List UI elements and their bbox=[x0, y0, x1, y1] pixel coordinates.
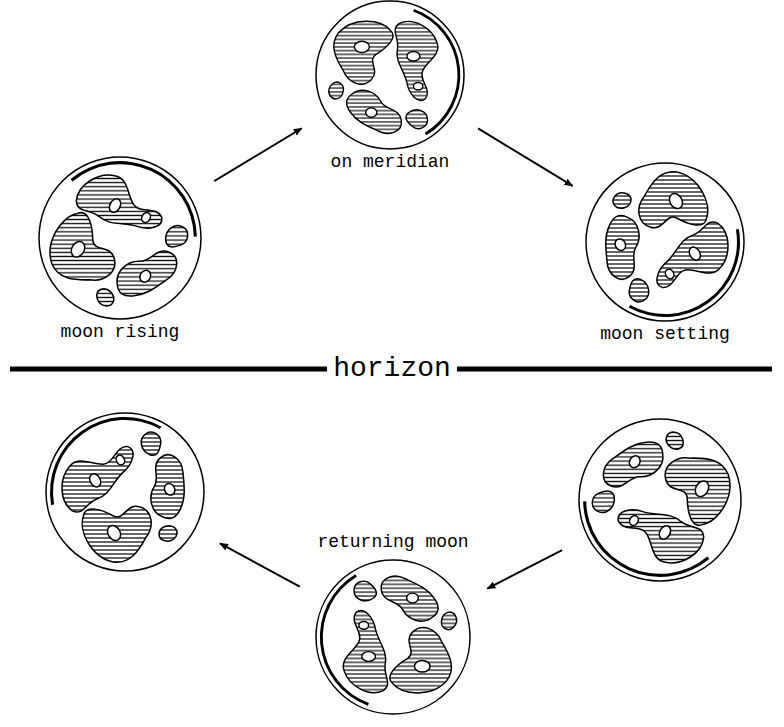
moon-outline-circle bbox=[316, 560, 470, 714]
horizon-label: horizon bbox=[327, 354, 457, 385]
maria-patch bbox=[390, 628, 452, 693]
moon-disc: on meridian bbox=[315, 0, 465, 150]
crater bbox=[627, 454, 642, 470]
moon-outline bbox=[578, 418, 742, 582]
maria-patch bbox=[441, 612, 456, 629]
maria-patch bbox=[663, 429, 687, 452]
maria-patch bbox=[50, 434, 146, 515]
maria-patch bbox=[156, 522, 179, 544]
moon-face bbox=[26, 395, 213, 584]
crater bbox=[359, 621, 369, 629]
motion-arrow bbox=[478, 128, 573, 185]
maria-patch bbox=[624, 275, 653, 305]
moon-outline bbox=[315, 0, 465, 150]
crater bbox=[366, 108, 377, 117]
maria-patch bbox=[406, 110, 428, 129]
crater bbox=[87, 472, 103, 489]
maria-patch bbox=[589, 486, 619, 517]
limb-rim bbox=[413, 9, 460, 135]
moon-label: returning moon bbox=[317, 533, 468, 553]
moon-face bbox=[577, 150, 764, 339]
moon-label: moon rising bbox=[61, 323, 180, 343]
crater bbox=[162, 482, 177, 497]
crater bbox=[664, 268, 676, 281]
maria-patch bbox=[395, 22, 438, 101]
crater bbox=[693, 479, 712, 499]
maria-patch bbox=[354, 581, 376, 601]
maria-patch bbox=[133, 450, 202, 524]
moon-face bbox=[24, 135, 215, 329]
crater bbox=[138, 268, 153, 284]
maria-patch bbox=[610, 189, 633, 211]
crater bbox=[414, 660, 430, 672]
motion-arrow bbox=[214, 128, 302, 181]
limb-rim bbox=[622, 228, 764, 339]
maria-patch bbox=[343, 611, 387, 693]
crater bbox=[69, 239, 88, 259]
motion-arrow bbox=[220, 543, 300, 586]
moon-disc: returning moon bbox=[315, 559, 471, 715]
moon-outline-circle bbox=[579, 419, 741, 581]
moon-disc: moon rising bbox=[38, 156, 202, 320]
crater bbox=[107, 197, 123, 215]
maria-patch bbox=[644, 218, 740, 299]
limb-rim bbox=[70, 135, 215, 249]
moon-outline-circle bbox=[39, 157, 201, 319]
maria-patch bbox=[137, 429, 166, 459]
crater bbox=[140, 211, 152, 224]
maria-patch bbox=[72, 163, 170, 247]
moon-outline-circle bbox=[586, 163, 744, 321]
maria-patch bbox=[347, 90, 402, 133]
maria-patch bbox=[162, 222, 192, 253]
moon-outline bbox=[585, 162, 745, 322]
moon-outline bbox=[38, 156, 202, 320]
maria-patch bbox=[93, 286, 117, 309]
crater bbox=[407, 593, 419, 603]
moon-face bbox=[565, 409, 756, 603]
crater bbox=[413, 83, 422, 91]
moon-label: on meridian bbox=[331, 153, 450, 173]
moon-outline bbox=[45, 412, 205, 572]
limb-rim bbox=[565, 489, 710, 603]
maria-patch bbox=[588, 210, 657, 284]
moon-disc bbox=[578, 418, 742, 582]
crater bbox=[628, 514, 640, 527]
crater bbox=[105, 523, 123, 543]
crater bbox=[362, 652, 376, 662]
moon-disc bbox=[45, 412, 205, 572]
maria-patch bbox=[329, 82, 344, 99]
moon-outline-circle bbox=[316, 1, 464, 149]
motion-arrow bbox=[487, 550, 562, 588]
moon-face bbox=[329, 9, 461, 135]
crater bbox=[354, 41, 369, 52]
crater bbox=[114, 454, 126, 467]
crater bbox=[667, 191, 685, 211]
moon-disc: moon setting bbox=[585, 162, 745, 322]
maria-patch bbox=[381, 576, 438, 621]
moon-outline bbox=[315, 559, 471, 715]
crater bbox=[407, 52, 420, 61]
crater bbox=[687, 245, 703, 262]
limb-rim bbox=[320, 574, 369, 705]
moon-outline-circle bbox=[46, 413, 204, 571]
limb-rim bbox=[26, 395, 168, 506]
crater bbox=[613, 237, 628, 252]
moon-label: moon setting bbox=[600, 325, 730, 345]
moon-face bbox=[320, 574, 457, 705]
crater bbox=[657, 524, 673, 542]
maria-patch bbox=[610, 491, 708, 575]
maria-patch bbox=[334, 21, 393, 84]
